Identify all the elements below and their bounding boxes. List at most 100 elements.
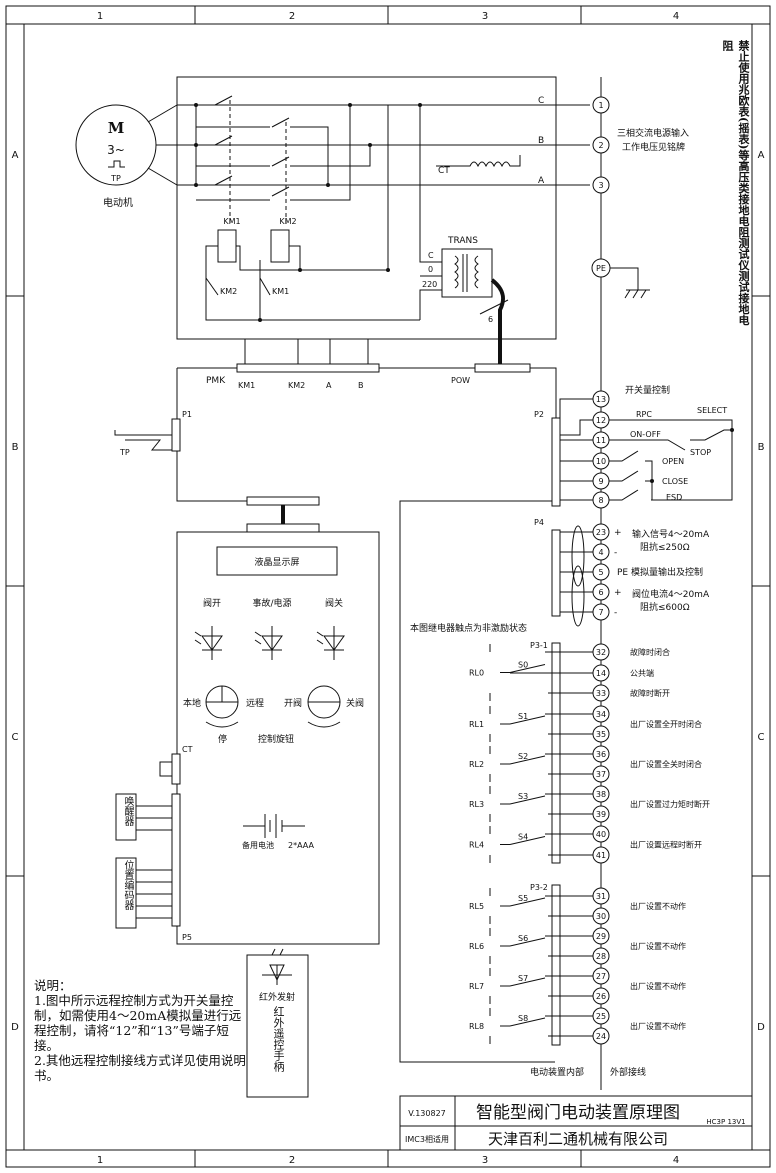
analog-in-2: 阻抗≤250Ω [640,541,690,553]
phase-b: B [538,136,544,146]
relay-terminal-label-29: 29 [596,932,606,941]
relay-note: 本图继电器触点为非激励状态 [410,622,527,634]
relay-label-rl7: RL7 [469,982,484,991]
relay-terminal-label-35: 35 [596,730,606,739]
pmk-label: PMK [206,376,226,386]
relay-terminal-35 [592,725,610,743]
phase-a: A [538,176,545,186]
control-terminal-9: 9 [598,477,603,486]
analog-terminal-5: 5 [598,568,603,577]
control-open: OPEN [662,457,684,466]
analog-sign-4: - [614,608,617,618]
knob1-stop: 停 [218,733,227,745]
p4-label: P4 [534,518,544,527]
trans-tap-220: 220 [422,280,437,289]
p3-1-label: P3-1 [530,641,548,650]
relay-label-rl8: RL8 [469,1022,484,1031]
p1-tp: TP [119,448,130,457]
pmk-pow: POW [451,376,470,385]
title-applies: IMC3相适用 [405,1134,449,1144]
power-input-label-2: 工作电压见铭牌 [622,141,685,153]
relay-label-rl5: RL5 [469,902,484,911]
relay-terminal-33 [592,684,610,702]
analog-group: 23 4 5 6 7 + - + - 输入信号4～20mA 阻抗≤250Ω PE… [560,523,710,627]
motor-symbol: M 3~ TP 电动机 [75,104,178,209]
pmk-board: PMK KM1 KM2 A B POW P1 TP P2 P4 [114,339,561,1063]
relay-terminal-29 [592,927,610,945]
note-2: 2.其他远程控制接线方式详见使用说明书。 [34,1053,246,1083]
control-terminal-10: 10 [596,457,606,466]
local-remote-knob-icon [205,685,239,728]
relay-label-rl1: RL1 [469,720,484,729]
ct-label: CT [438,166,450,176]
pmk-conn-km2: KM2 [288,381,305,390]
coil-km1-label: KM1 [223,217,240,226]
relay-contact-s1: S1 [518,712,528,721]
relay-terminal-label-40: 40 [596,830,606,839]
relay-terminal-31 [592,887,610,905]
pmk-conn-km1: KM1 [238,381,255,390]
relay-terminal-26 [592,987,610,1005]
relay-terminal-38 [592,785,610,803]
relay-label-rl6: RL6 [469,942,484,951]
row-label-b: B [12,442,19,453]
relay-label-rl2: RL2 [469,760,484,769]
relay-desc-rl6-0: 出厂设置不动作 [630,941,686,951]
relay-desc-rl1-0: 出厂设置全开时闭合 [630,719,702,729]
control-terminal-13: 13 [596,395,606,404]
col-label-3: 3 [482,11,488,22]
relay-contact-s5: S5 [518,894,528,903]
title-code: HC3P 13V1 [706,1118,745,1126]
analog-sign-1: + [614,528,622,538]
relay-terminal-label-37: 37 [596,770,606,779]
note-1: 1.图中所示远程控制方式为开关量控制，如需使用4～20mA模拟量进行远程控制，请… [34,993,242,1053]
col-label-3b: 3 [482,1155,488,1166]
relay-terminal-27 [592,967,610,985]
knob2-open: 开阀 [284,698,302,709]
relay-contact-s0: S0 [518,661,528,670]
title-main: 智能型阀门电动装置原理图 [476,1103,680,1123]
relay-terminal-32 [592,643,610,661]
pmk-conn-b: B [358,381,364,390]
coil-km2-label: KM2 [279,217,296,226]
relay-terminal-label-32: 32 [596,648,606,657]
analog-sign-3: + [614,588,622,598]
panel-ct: CT [182,745,193,754]
row-label-c: C [12,732,19,743]
analog-terminal-6: 6 [598,588,603,597]
aux-km2: KM2 [220,287,237,296]
control-stop: STOP [690,448,711,457]
knob-caption: 控制旋钮 [258,733,294,745]
analog-in-1: 输入信号4～20mA [632,528,710,540]
relay-contact-s7: S7 [518,974,528,983]
relay-terminal-37 [592,765,610,783]
relay-contact-s3: S3 [518,792,528,801]
relay-terminal-14 [592,664,610,682]
analog-terminal-23: 23 [596,528,606,537]
relay-terminal-39 [592,805,610,823]
control-rpc: RPC [636,410,652,419]
control-terminal-11: 11 [596,436,606,445]
analog-terminal-7: 7 [598,608,603,617]
row-label-d-r: D [757,1022,765,1033]
aux-km1: KM1 [272,287,289,296]
relay-desc-rl3-0: 出厂设置过力矩时断开 [630,799,710,809]
lcd-label: 液晶显示屏 [254,556,299,568]
col-label-1: 1 [97,11,103,22]
control-close: CLOSE [662,477,688,486]
notes-title: 说明： [34,978,72,993]
motor-tp: TP [110,174,121,183]
power-terminal-1: 1 [598,101,603,110]
analog-sign-2: - [614,548,617,558]
row-label-a: A [12,150,19,161]
phase-c: C [538,96,544,106]
relay-desc-rl2-0: 出厂设置全关时闭合 [630,759,702,769]
relay-desc-rl7-0: 出厂设置不动作 [630,981,686,991]
power-section: C B A KM1 KM2 KM2 KM1 [176,76,590,368]
relay-label-rl3: RL3 [469,800,484,809]
title-block: V.130827 IMC3相适用 智能型阀门电动装置原理图 HC3P 13V1 … [399,1095,753,1151]
notes: 说明： 1.图中所示远程控制方式为开关量控制，如需使用4～20mA模拟量进行远程… [34,978,246,1083]
relay-terminal-label-28: 28 [596,952,606,961]
control-esd: ESD [666,493,682,502]
relay-terminal-label-30: 30 [596,912,606,921]
